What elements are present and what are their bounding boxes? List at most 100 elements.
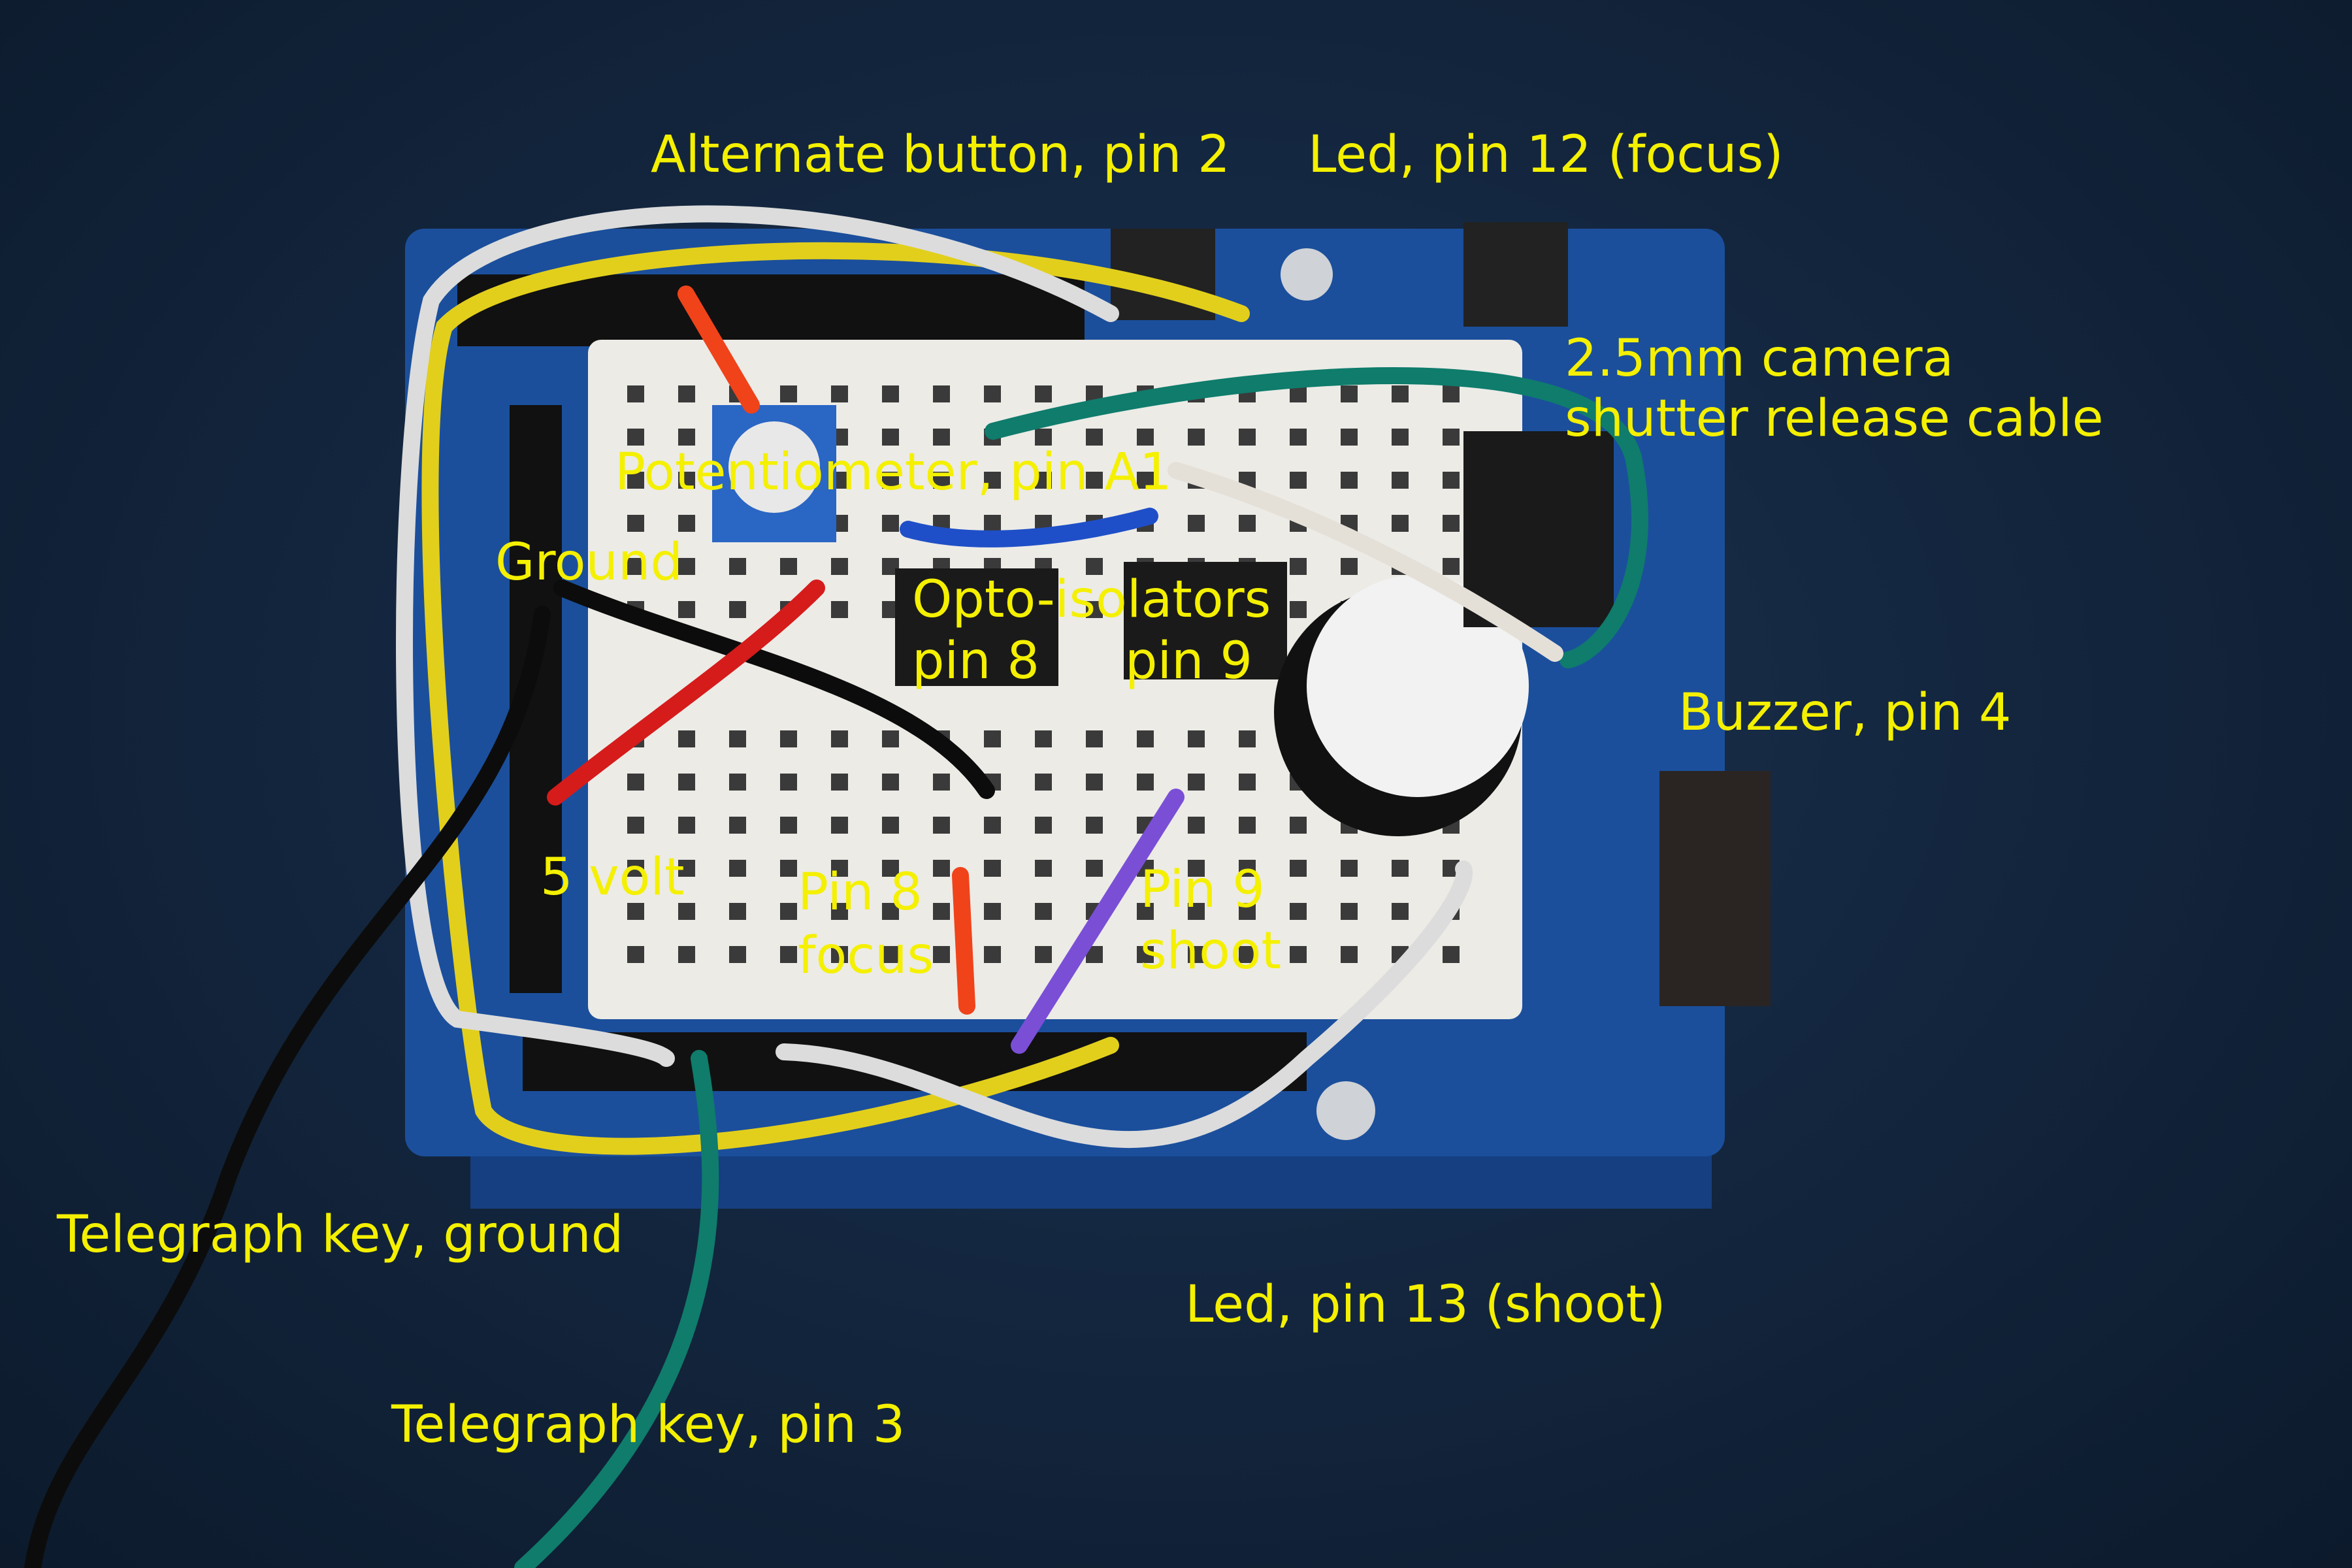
breadboard-hole bbox=[780, 385, 797, 402]
breadboard-hole bbox=[678, 558, 695, 575]
breadboard-hole bbox=[678, 817, 695, 834]
breadboard-hole bbox=[1290, 472, 1307, 489]
breadboard-hole bbox=[882, 472, 899, 489]
breadboard-hole bbox=[1239, 429, 1256, 446]
breadboard-hole bbox=[933, 385, 950, 402]
breadboard-hole bbox=[1188, 429, 1205, 446]
breadboard-hole bbox=[1290, 903, 1307, 920]
breadboard-hole bbox=[1443, 385, 1460, 402]
breadboard-hole bbox=[1290, 817, 1307, 834]
breadboard-hole bbox=[780, 558, 797, 575]
breadboard-hole bbox=[1290, 946, 1307, 963]
breadboard-hole bbox=[831, 601, 848, 618]
black-wire-2 bbox=[553, 580, 995, 799]
black-wire bbox=[24, 606, 551, 1568]
label-camera-cable-1: 2.5mm camera bbox=[1565, 329, 1954, 388]
breadboard-hole bbox=[933, 774, 950, 791]
breadboard-hole bbox=[627, 946, 644, 963]
breadboard-hole bbox=[1341, 946, 1358, 963]
label-telegraph-pin3: Telegraph key, pin 3 bbox=[391, 1396, 906, 1454]
led-focus bbox=[1281, 248, 1333, 301]
breadboard-hole bbox=[831, 774, 848, 791]
breadboard-hole bbox=[729, 903, 746, 920]
breadboard-hole bbox=[729, 558, 746, 575]
breadboard-hole bbox=[831, 730, 848, 747]
opto-isolator-1 bbox=[895, 568, 1058, 686]
breadboard-hole bbox=[933, 860, 950, 877]
breadboard-hole bbox=[1239, 903, 1256, 920]
usb-connector bbox=[1659, 771, 1771, 1006]
breadboard-hole bbox=[1392, 472, 1409, 489]
breadboard-hole bbox=[882, 903, 899, 920]
button-2 bbox=[1463, 222, 1568, 327]
label-pin8: Pin 8 bbox=[798, 863, 923, 922]
breadboard-hole bbox=[984, 472, 1001, 489]
breadboard-hole bbox=[984, 730, 1001, 747]
white-wire bbox=[396, 205, 1119, 1067]
breadboard-hole bbox=[1443, 429, 1460, 446]
breadboard-hole bbox=[1341, 385, 1358, 402]
breadboard-hole bbox=[678, 946, 695, 963]
breadboard-hole bbox=[627, 429, 644, 446]
purple-wire bbox=[1011, 789, 1184, 1054]
buzzer-label bbox=[1307, 575, 1529, 797]
audio-jack bbox=[1463, 431, 1614, 627]
breadboard-hole bbox=[678, 515, 695, 532]
breadboard-hole bbox=[1290, 429, 1307, 446]
label-opto-isolators: Opto-isolators bbox=[912, 570, 1271, 629]
breadboard-hole bbox=[729, 817, 746, 834]
breadboard-hole bbox=[1341, 558, 1358, 575]
breadboard-hole bbox=[1137, 946, 1154, 963]
breadboard-hole bbox=[729, 774, 746, 791]
breadboard-hole bbox=[1290, 601, 1307, 618]
breadboard-hole bbox=[1341, 472, 1358, 489]
breadboard-hole bbox=[984, 860, 1001, 877]
breadboard-hole bbox=[1188, 903, 1205, 920]
breadboard-hole bbox=[1086, 472, 1103, 489]
breadboard-hole bbox=[1188, 860, 1205, 877]
breadboard-hole bbox=[882, 429, 899, 446]
breadboard-hole bbox=[678, 860, 695, 877]
breadboard-hole bbox=[1137, 472, 1154, 489]
breadboard-hole bbox=[1290, 558, 1307, 575]
breadboard-hole bbox=[627, 817, 644, 834]
breadboard-hole bbox=[627, 558, 644, 575]
breadboard-hole bbox=[984, 515, 1001, 532]
label-pin8-focus: focus bbox=[798, 926, 934, 985]
label-pin9: Pin 9 bbox=[1140, 860, 1265, 919]
blue-wire bbox=[900, 508, 1158, 547]
breadboard-hole bbox=[1443, 472, 1460, 489]
breadboard-hole bbox=[1239, 946, 1256, 963]
breadboard-hole bbox=[984, 817, 1001, 834]
breadboard-hole bbox=[882, 730, 899, 747]
breadboard-hole bbox=[882, 817, 899, 834]
label-pin9-shoot: shoot bbox=[1140, 922, 1282, 981]
orange-wire bbox=[678, 286, 760, 414]
label-camera-cable-2: shutter release cable bbox=[1565, 389, 2104, 448]
breadboard-hole bbox=[1443, 946, 1460, 963]
breadboard-hole bbox=[1188, 946, 1205, 963]
breadboard-hole bbox=[1035, 946, 1052, 963]
breadboard-hole bbox=[1239, 730, 1256, 747]
label-five-volt: 5 volt bbox=[540, 848, 685, 907]
breadboard-hole bbox=[1086, 774, 1103, 791]
breadboard-hole bbox=[627, 860, 644, 877]
label-led-focus: Led, pin 12 (focus) bbox=[1308, 125, 1784, 184]
breadboard-hole bbox=[1239, 860, 1256, 877]
breadboard-hole bbox=[1188, 774, 1205, 791]
breadboard-hole bbox=[1086, 860, 1103, 877]
breadboard-hole bbox=[1392, 860, 1409, 877]
label-ground: Ground bbox=[495, 533, 683, 592]
breadboard-hole bbox=[984, 946, 1001, 963]
breadboard-hole bbox=[780, 730, 797, 747]
label-alternate-button: Alternate button, pin 2 bbox=[651, 125, 1230, 184]
breadboard-hole bbox=[831, 385, 848, 402]
breadboard-hole bbox=[729, 730, 746, 747]
breadboard-hole bbox=[882, 515, 899, 532]
breadboard-hole bbox=[780, 774, 797, 791]
red-wire-2 bbox=[952, 867, 975, 1015]
white-wire-2 bbox=[776, 860, 1473, 1149]
breadboard-hole bbox=[882, 860, 899, 877]
breadboard-hole bbox=[1341, 903, 1358, 920]
breadboard-hole bbox=[882, 385, 899, 402]
